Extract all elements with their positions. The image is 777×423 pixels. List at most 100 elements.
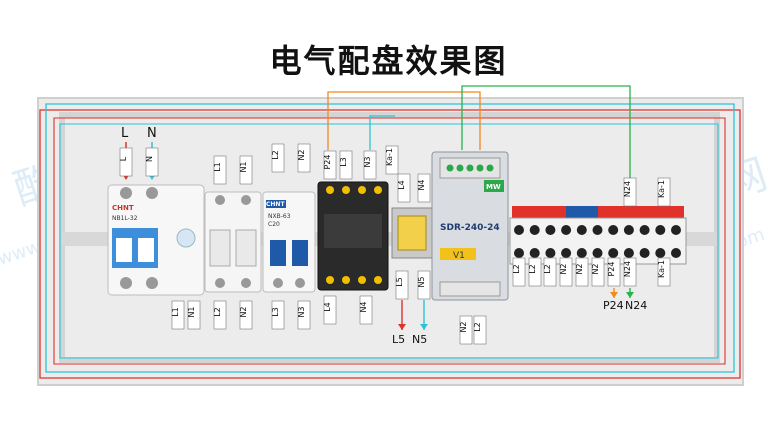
svg-text:P24: P24	[607, 261, 616, 276]
svg-text:MW: MW	[486, 183, 501, 191]
svg-text:N4: N4	[359, 301, 368, 312]
wire-n24-top	[461, 85, 631, 195]
terminal-screw	[545, 225, 556, 235]
tag-psu-l2: L2	[473, 315, 487, 345]
terminal-screw	[576, 225, 587, 235]
svg-text:L2: L2	[473, 322, 482, 332]
svg-text:L1: L1	[171, 307, 180, 317]
svg-text:CHNT: CHNT	[112, 204, 134, 212]
terminal-screw	[623, 248, 634, 258]
legend-n24: N24	[625, 299, 647, 312]
tag-l3: L3	[339, 150, 353, 180]
tag-bottom-n2: N2	[239, 300, 253, 330]
terminal-screw	[514, 248, 524, 258]
svg-text:N24: N24	[623, 181, 632, 197]
svg-text:L3: L3	[271, 307, 280, 317]
tag-bottom-n5: N5	[417, 270, 431, 300]
tag-tb-l2-b: L2	[528, 257, 542, 287]
terminal-screw	[529, 225, 540, 235]
arrow-down-icon	[398, 324, 406, 330]
svg-text:L2: L2	[271, 150, 280, 160]
svg-text:L2: L2	[512, 264, 521, 274]
svg-text:L5: L5	[395, 277, 404, 287]
terminal-screw	[592, 225, 603, 235]
terminal-screw	[592, 248, 603, 258]
tag-bottom-l2: L2	[213, 300, 227, 330]
tag-breaker-n1: N1	[239, 155, 253, 185]
tag-bottom-n3: N3	[297, 300, 311, 330]
tag-bottom-l5: L5	[395, 270, 409, 300]
wire-ka-top	[369, 115, 395, 150]
svg-text:Ka-1: Ka-1	[657, 260, 666, 278]
svg-text:V1: V1	[453, 251, 465, 261]
svg-text:N2: N2	[559, 263, 568, 274]
svg-text:N5: N5	[417, 276, 426, 287]
svg-text:N2: N2	[459, 321, 468, 332]
svg-text:Ka-1: Ka-1	[385, 148, 394, 166]
label-l: L	[121, 126, 129, 141]
terminal-screw	[608, 225, 619, 235]
arrow-down-icon	[626, 292, 634, 298]
terminal-screw	[655, 225, 666, 235]
label-n: N	[147, 126, 157, 141]
terminal-screw	[545, 248, 556, 258]
tag-p24: P24	[323, 150, 337, 180]
tag-tb-n2-b: N2	[575, 257, 589, 287]
tag-bottom-n4: N4	[359, 295, 373, 325]
svg-text:N2: N2	[591, 263, 600, 274]
tag-n3: N3	[363, 150, 377, 180]
svg-text:P24: P24	[323, 154, 332, 169]
terminal-screw	[671, 225, 681, 235]
contactor-device	[317, 181, 389, 291]
emi-filter-device	[391, 207, 433, 259]
psu-device: MW SDR-240-24 V1	[431, 151, 509, 301]
tag-rcbo-l: L	[119, 147, 133, 177]
svg-text:NXB-63: NXB-63	[268, 213, 291, 220]
tag-tb-n24: N24	[623, 257, 637, 287]
arrow-down-icon	[610, 292, 618, 298]
tag-bottom-l4: L4	[323, 295, 337, 325]
svg-text:L2: L2	[528, 264, 537, 274]
terminal-screw	[561, 248, 572, 258]
tag-tb-n2-c: N2	[591, 257, 605, 287]
tag-tb-l2-a: L2	[512, 257, 526, 287]
free-label-n5: N5	[412, 333, 427, 346]
terminal-screw	[529, 248, 540, 258]
svg-text:N2: N2	[575, 263, 584, 274]
svg-text:Ka-1: Ka-1	[657, 180, 666, 198]
svg-text:C20: C20	[268, 221, 280, 228]
svg-text:N4: N4	[417, 179, 426, 190]
tag-nxb-l2: L2	[271, 143, 285, 173]
terminal-screw	[608, 248, 619, 258]
terminal-block	[509, 206, 687, 265]
svg-text:N2: N2	[297, 149, 306, 160]
svg-text:SDR-240-24: SDR-240-24	[440, 223, 500, 233]
svg-text:L: L	[119, 156, 128, 161]
tag-filter-l4: L4	[397, 173, 411, 203]
tag-tb-ka1-b: Ka-1	[657, 257, 671, 287]
terminal-screw	[514, 225, 524, 235]
terminal-screw	[639, 248, 650, 258]
svg-text:L3: L3	[339, 157, 348, 167]
wire-loop-live-2	[53, 117, 726, 365]
terminal-screw	[671, 248, 681, 258]
tag-nxb-n2: N2	[297, 143, 311, 173]
tag-breaker-l1: L1	[213, 155, 227, 185]
terminal-screw	[576, 248, 587, 258]
terminal-screw	[639, 225, 650, 235]
tag-psu-n2: N2	[459, 315, 473, 345]
legend-p24: P24	[603, 299, 624, 312]
tag-tb-n24: N24	[623, 177, 637, 207]
svg-text:L2: L2	[213, 307, 222, 317]
svg-text:N: N	[145, 156, 154, 162]
svg-text:L1: L1	[213, 162, 222, 172]
terminal-screw	[561, 225, 572, 235]
tag-filter-n4: N4	[417, 173, 431, 203]
wire-loop-neutral	[45, 103, 735, 373]
rcbo-device: CHNT NB1L-32	[107, 184, 205, 296]
free-label-l5: L5	[392, 333, 405, 346]
svg-text:L2: L2	[543, 264, 552, 274]
tag-tb-l2-c: L2	[543, 257, 557, 287]
